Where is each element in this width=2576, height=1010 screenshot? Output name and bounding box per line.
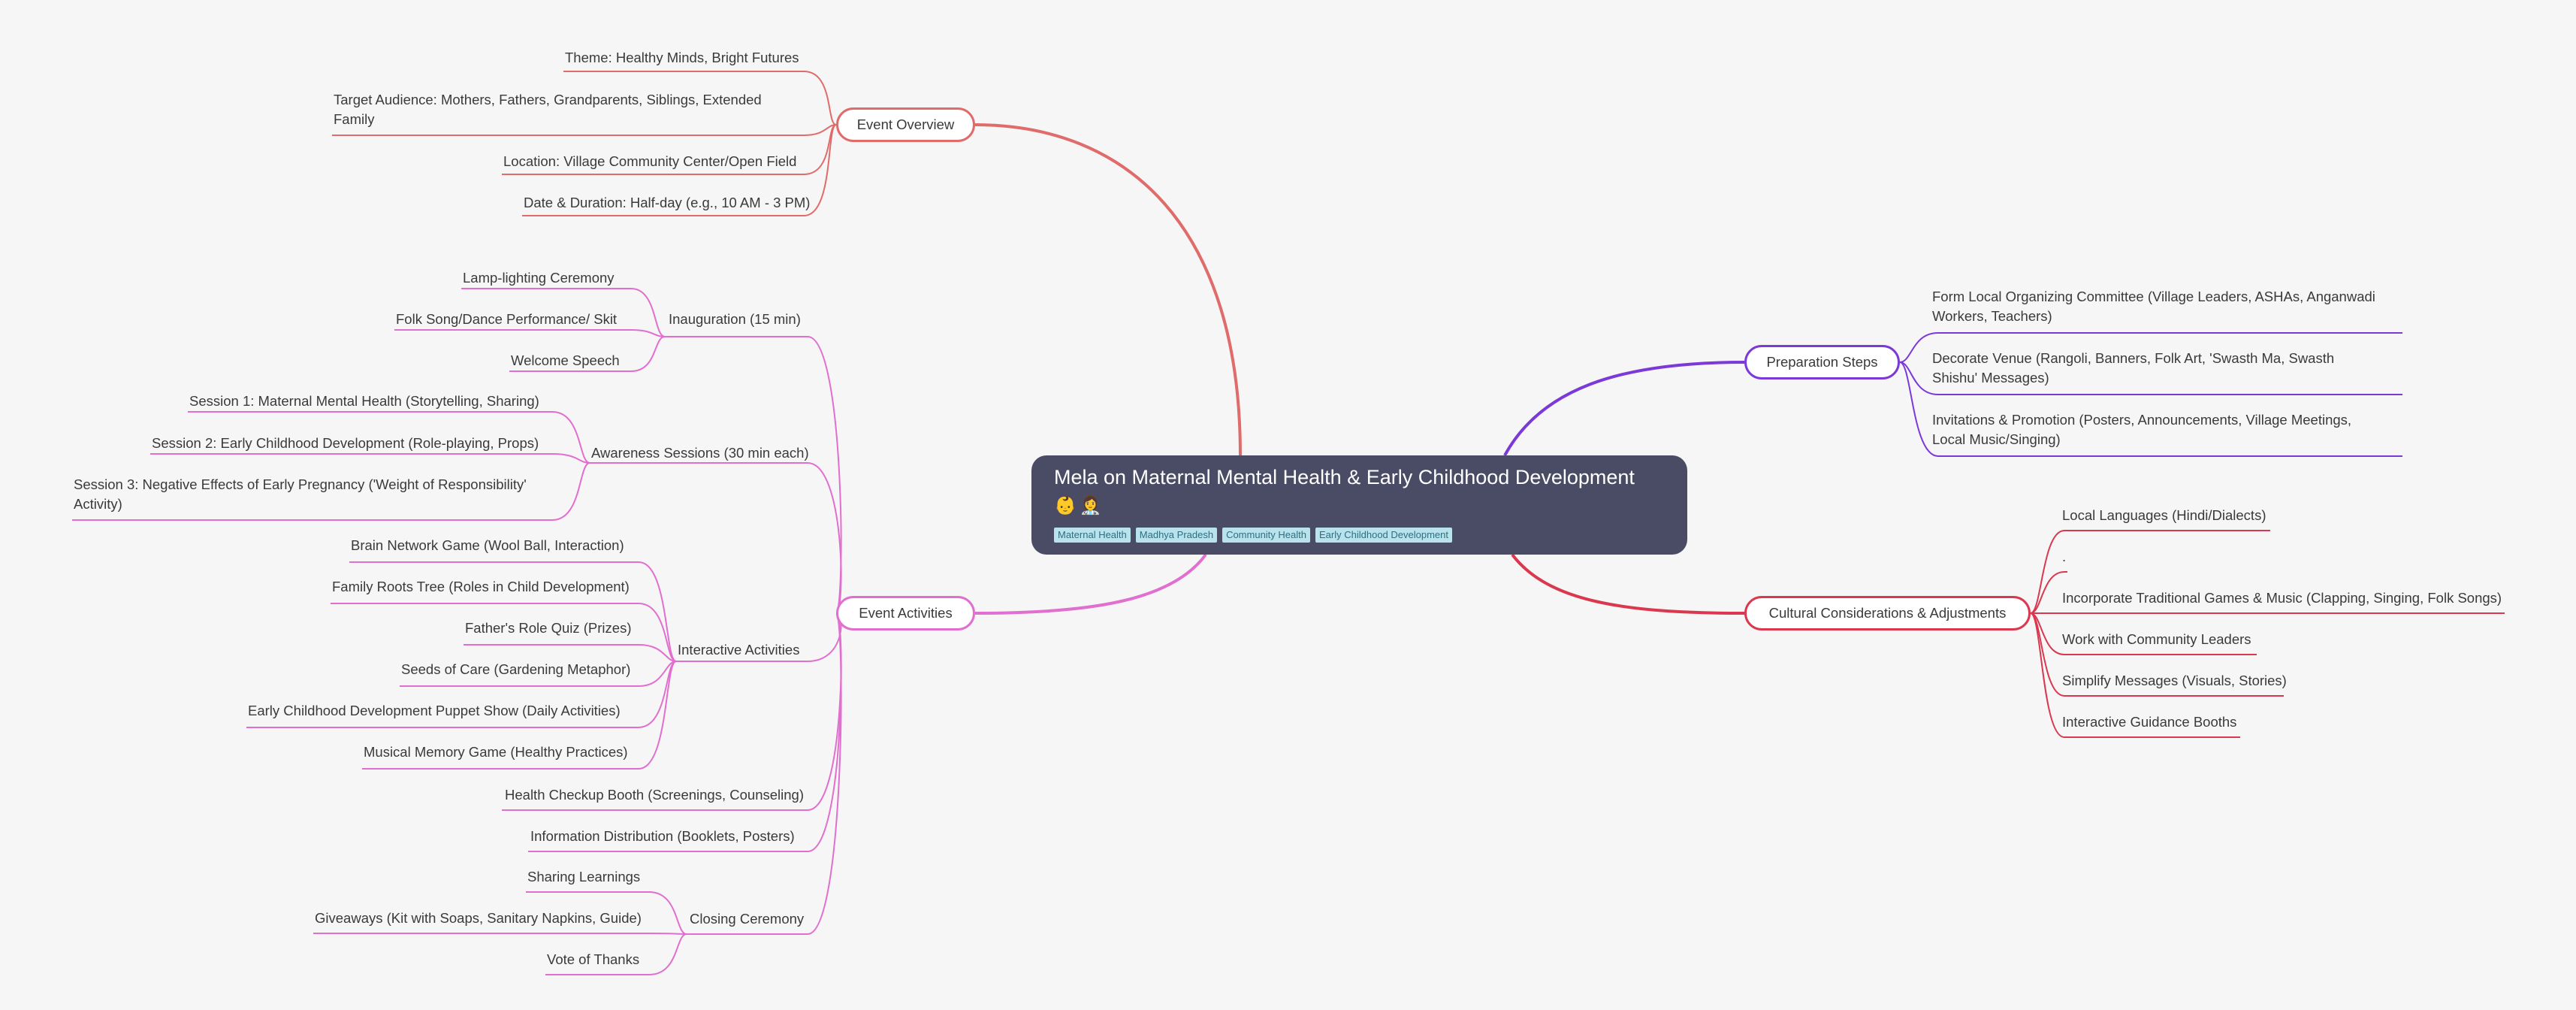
cultural-item[interactable]: Work with Community Leaders	[2062, 631, 2251, 647]
preparation-item[interactable]: Decorate Venue (Rangoli, Banners, Folk A…	[1932, 350, 2335, 386]
link-root-cultural	[1511, 553, 1745, 615]
inauguration-item[interactable]: Folk Song/Dance Performance/ Skit	[396, 311, 618, 327]
tag[interactable]: Community Health	[1222, 528, 1310, 543]
tag[interactable]: Maternal Health	[1054, 528, 1131, 543]
interactive-item[interactable]: Musical Memory Game (Healthy Practices)	[364, 744, 628, 760]
interactive-item[interactable]: Father's Role Quiz (Prizes)	[465, 620, 632, 636]
awareness-item[interactable]: Session 3: Negative Effects of Early Pre…	[74, 476, 527, 512]
root-tags: Maternal Health Madhya Pradesh Community…	[1054, 528, 1452, 543]
cultural-item[interactable]: Interactive Guidance Booths	[2062, 714, 2237, 730]
overview-item[interactable]: Location: Village Community Center/Open …	[503, 153, 797, 169]
inauguration-item[interactable]: Welcome Speech	[511, 352, 620, 368]
tag[interactable]: Madhya Pradesh	[1135, 528, 1218, 543]
interactive-item[interactable]: Family Roots Tree (Roles in Child Develo…	[332, 579, 630, 594]
interactive-item[interactable]: Brain Network Game (Wool Ball, Interacti…	[351, 537, 624, 553]
overview-item[interactable]: Target Audience: Mothers, Fathers, Grand…	[334, 92, 762, 127]
closing-item[interactable]: Vote of Thanks	[547, 951, 640, 967]
branch-preparation-steps[interactable]: Preparation Steps	[1744, 345, 1900, 380]
root-title: Mela on Maternal Mental Health & Early C…	[1054, 466, 1635, 488]
preparation-item[interactable]: Invitations & Promotion (Posters, Announ…	[1932, 412, 2352, 447]
activity-health-booth[interactable]: Health Checkup Booth (Screenings, Counse…	[505, 787, 804, 803]
overview-item[interactable]: Date & Duration: Half-day (e.g., 10 AM -…	[524, 195, 811, 210]
closing-item[interactable]: Sharing Learnings	[527, 869, 641, 885]
awareness-item[interactable]: Session 1: Maternal Mental Health (Story…	[189, 393, 539, 409]
branch-cultural-considerations[interactable]: Cultural Considerations & Adjustments	[1744, 596, 2031, 630]
preparation-item[interactable]: Form Local Organizing Committee (Village…	[1932, 289, 2375, 324]
link-root-preparation	[1503, 361, 1745, 456]
cultural-item[interactable]: Simplify Messages (Visuals, Stories)	[2062, 673, 2287, 688]
link-root-activities	[974, 553, 1207, 615]
cultural-item[interactable]: Local Languages (Hindi/Dialects)	[2062, 507, 2266, 523]
inauguration-item[interactable]: Lamp-lighting Ceremony	[463, 270, 615, 286]
closing-item[interactable]: Giveaways (Kit with Soaps, Sanitary Napk…	[315, 910, 642, 926]
awareness-item[interactable]: Session 2: Early Childhood Development (…	[152, 435, 539, 451]
cultural-item[interactable]: Incorporate Traditional Games & Music (C…	[2062, 590, 2502, 606]
interactive-item[interactable]: Early Childhood Development Puppet Show …	[248, 703, 621, 718]
activity-awareness-sessions[interactable]: Awareness Sessions (30 min each)	[591, 445, 809, 461]
activity-closing-ceremony[interactable]: Closing Ceremony	[690, 911, 805, 927]
tag[interactable]: Early Childhood Development	[1315, 528, 1452, 543]
root-node[interactable]: Mela on Maternal Mental Health & Early C…	[1031, 455, 1687, 555]
activity-interactive[interactable]: Interactive Activities	[678, 642, 800, 658]
root-emoji-baby-nurse-icon: 👶👩‍⚕️	[1054, 495, 1105, 516]
branch-event-activities[interactable]: Event Activities	[836, 596, 975, 630]
activity-inauguration[interactable]: Inauguration (15 min)	[669, 311, 801, 327]
overview-item[interactable]: Theme: Healthy Minds, Bright Futures	[565, 50, 799, 65]
interactive-item[interactable]: Seeds of Care (Gardening Metaphor)	[401, 661, 631, 677]
branch-event-overview[interactable]: Event Overview	[836, 107, 975, 142]
activity-info-distribution[interactable]: Information Distribution (Booklets, Post…	[530, 828, 795, 844]
cultural-item[interactable]: .	[2062, 549, 2067, 564]
link-root-overview	[974, 123, 1242, 456]
